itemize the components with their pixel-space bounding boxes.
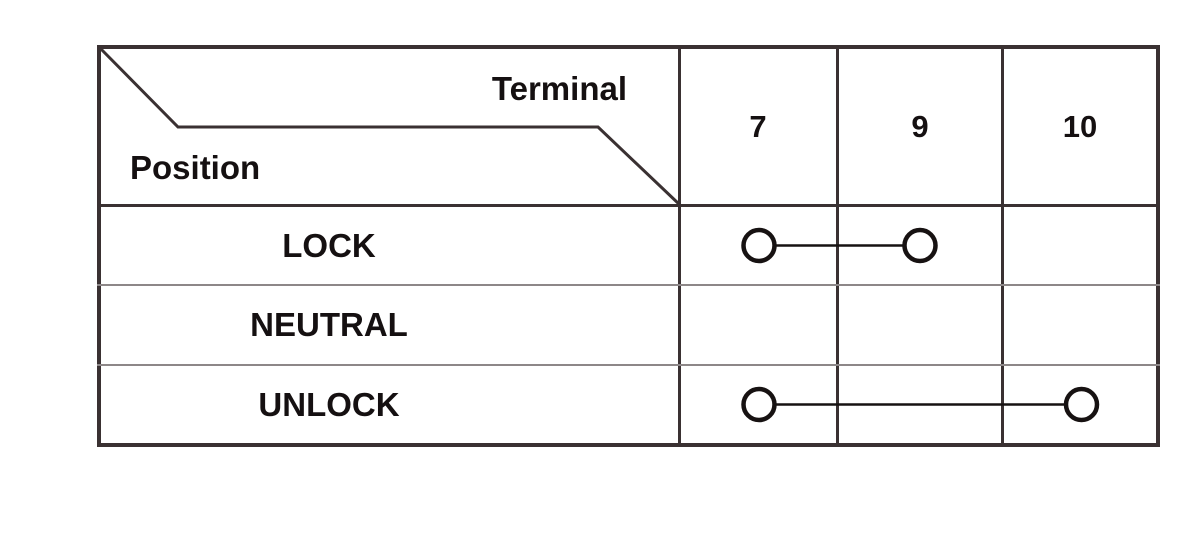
table-border-right [1156,45,1160,447]
table-border-top [97,45,1160,49]
terminal-circle [741,227,777,264]
column-divider-1 [678,45,681,447]
column-divider-3 [1001,45,1004,447]
row-divider-2 [97,364,1160,366]
terminal-header-7: 7 [749,108,767,144]
row-label-lock: LOCK [282,226,376,264]
terminal-circle [741,386,777,423]
row-label-neutral: NEUTRAL [250,306,408,343]
header-row-divider [97,204,1160,207]
corner-position-label: Position [130,149,261,186]
terminal-circle [902,227,938,264]
table-border-left [97,45,101,447]
corner-diagonal-overlay [97,45,682,207]
table-border-bottom [97,443,1160,447]
row-divider-1 [97,284,1160,286]
continuity-overlay [741,227,1100,423]
row-label-unlock: UNLOCK [258,385,400,423]
corner-terminal-label: Terminal [491,70,627,107]
terminal-header-10: 10 [1062,108,1098,144]
corner-diagonal-line [97,45,682,207]
terminal-position-table: Terminal Position 7 9 10 LOCK NEUTRAL UN… [97,45,1160,447]
terminal-circle [1063,386,1100,423]
terminal-header-9: 9 [911,108,929,144]
